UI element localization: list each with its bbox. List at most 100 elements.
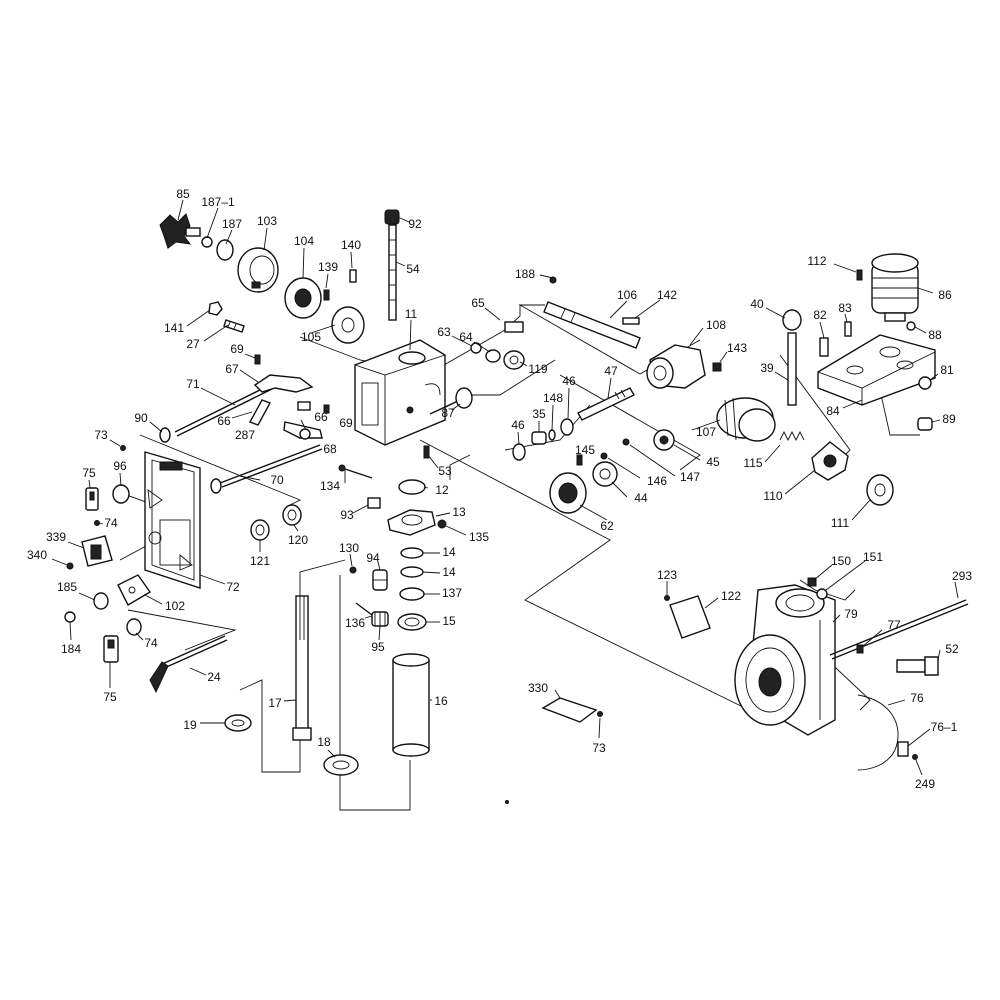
part-callout-label: 69 xyxy=(339,416,353,430)
part-callout-label: 249 xyxy=(915,777,935,791)
part-callout-label: 40 xyxy=(750,297,764,311)
screw-147 xyxy=(622,438,630,446)
clip-76-1 xyxy=(897,741,909,757)
rod-293 xyxy=(829,599,967,656)
part-callout-label: 107 xyxy=(696,425,716,439)
part-callout-label: 147 xyxy=(680,470,700,484)
part-callout-label: 93 xyxy=(340,508,354,522)
part-callout-label: 137 xyxy=(442,586,462,600)
pinion-shaft-134 xyxy=(338,464,373,479)
part-callout-label: 64 xyxy=(459,330,473,344)
part-callout-label: 62 xyxy=(600,519,614,533)
part-callout-label: 18 xyxy=(317,735,331,749)
bearing-18 xyxy=(323,754,359,776)
washer-70 xyxy=(210,478,222,494)
part-callout-label: 24 xyxy=(207,670,221,684)
screw-77 xyxy=(856,644,864,654)
part-callout-label: 74 xyxy=(104,516,118,530)
gear-45 xyxy=(653,429,675,451)
part-callout-label: 184 xyxy=(61,642,81,656)
part-callout-label: 106 xyxy=(617,288,637,302)
washer-90 xyxy=(159,427,171,443)
nut-81 xyxy=(918,376,932,390)
part-callout-label: 12 xyxy=(435,483,449,497)
part-callout-label: 76–1 xyxy=(931,720,958,734)
part-callout-label: 123 xyxy=(657,568,677,582)
part-callout-label: 92 xyxy=(408,217,422,231)
part-callout-label: 140 xyxy=(341,238,361,252)
part-callout-label: 87 xyxy=(441,406,455,420)
part-callout-label: 150 xyxy=(831,554,851,568)
nut-63 xyxy=(470,342,482,354)
part-callout-label: 136 xyxy=(345,616,365,630)
shaft-70 xyxy=(219,444,321,484)
part-callout-label: 82 xyxy=(813,308,827,322)
screw-146 xyxy=(600,452,608,460)
part-callout-label: 19 xyxy=(183,718,197,732)
ring-187 xyxy=(216,239,234,261)
part-callout-label: 14 xyxy=(442,565,456,579)
part-callout-label: 67 xyxy=(225,362,239,376)
key-136 xyxy=(355,602,373,616)
part-callout-label: 134 xyxy=(320,479,340,493)
ring-19 xyxy=(224,714,252,732)
part-callout-label: 45 xyxy=(706,455,720,469)
plug-119 xyxy=(503,350,525,370)
knob-111 xyxy=(866,474,894,506)
washer-187-1 xyxy=(201,236,213,248)
ring-12 xyxy=(398,479,426,495)
part-callout-label: 73 xyxy=(94,428,108,442)
part-callout-label: 110 xyxy=(763,489,782,503)
part-callout-label: 74 xyxy=(144,636,158,650)
part-callout-label: 47 xyxy=(604,364,618,378)
shaft-106 xyxy=(543,276,641,349)
part-callout-label: 35 xyxy=(532,407,546,421)
part-callout-label: 14 xyxy=(442,545,456,559)
part-callout-label: 151 xyxy=(863,550,883,564)
collar-94 xyxy=(372,569,388,591)
ring-137 xyxy=(399,587,425,601)
part-callout-label: 339 xyxy=(46,530,66,544)
screw-249 xyxy=(912,754,918,760)
washer-151 xyxy=(816,588,828,600)
part-callout-label: 75 xyxy=(82,466,96,480)
head-casting-11 xyxy=(354,339,446,446)
nut-93 xyxy=(367,497,381,509)
washer-96 xyxy=(112,484,130,504)
screw-74 xyxy=(94,520,100,526)
lever-68 xyxy=(283,421,323,440)
nut-141 xyxy=(208,301,223,316)
part-callout-label: 340 xyxy=(27,548,47,562)
part-callout-label: 15 xyxy=(442,614,456,628)
part-callout-label: 66 xyxy=(217,414,231,428)
part-callout-label: 66 xyxy=(314,410,328,424)
part-callout-label: 46 xyxy=(511,418,525,432)
nut-150 xyxy=(807,577,817,587)
part-callout-label: 52 xyxy=(945,642,959,656)
shaft-71 xyxy=(174,384,273,437)
dial-62 xyxy=(549,472,587,514)
part-callout-label: 119 xyxy=(528,362,547,376)
cover-plate-122 xyxy=(669,595,711,639)
part-callout-label: 146 xyxy=(647,474,667,488)
part-callout-label: 135 xyxy=(469,530,489,544)
part-callout-label: 111 xyxy=(831,516,850,530)
plug-89 xyxy=(917,417,933,431)
part-callout-label: 46 xyxy=(562,374,576,388)
washer-88 xyxy=(906,321,916,331)
part-callout-label: 95 xyxy=(371,640,385,654)
stray-dot xyxy=(505,800,509,804)
worm-shaft-47 xyxy=(577,387,635,421)
part-callout-label: 139 xyxy=(318,260,338,274)
screw-53 xyxy=(423,445,430,459)
part-callout-label: 53 xyxy=(438,464,452,478)
screw-143 xyxy=(712,362,722,372)
part-callout-label: 88 xyxy=(928,328,942,342)
part-callout-label: 63 xyxy=(437,325,451,339)
pin-66 xyxy=(297,401,311,411)
pin-140 xyxy=(349,269,357,283)
part-callout-label: 330 xyxy=(528,681,548,695)
part-callout-label: 54 xyxy=(406,262,420,276)
screw-123 xyxy=(664,595,670,601)
